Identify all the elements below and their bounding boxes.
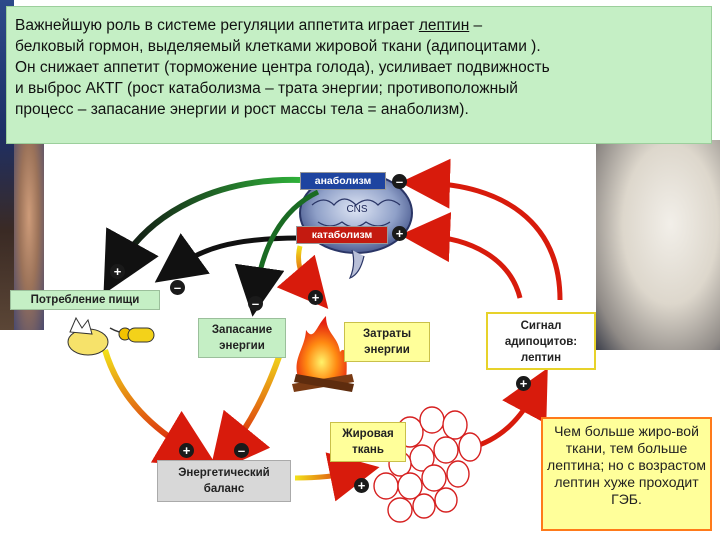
minus-sign-food-intake: – [170, 280, 185, 295]
arrow-brain-to-storage [234, 189, 320, 317]
intro-text-panel: Важнейшую роль в системе регуляции аппет… [6, 6, 712, 144]
plus-sign-leptin: + [516, 376, 531, 391]
minus-sign-anabolism: – [392, 174, 407, 189]
plus-sign-expenditure: + [308, 290, 323, 305]
arrow-storage-to-balance [209, 347, 285, 476]
fat-tissue-box: Жировая ткань [330, 422, 406, 462]
plus-sign-balance-left: + [179, 443, 194, 458]
food-intake-box: Потребление пищи [10, 290, 160, 310]
adipocyte-signal-box: Сигнал адипоцитов: лептин [486, 312, 596, 370]
arrow-leptin-to-anabolism [400, 158, 563, 301]
minus-sign-balance-right: – [234, 443, 249, 458]
minus-sign-storage: – [248, 296, 263, 311]
intro-line-1: Важнейшую роль в системе регуляции аппет… [15, 17, 483, 34]
intro-line-3: Он снижает аппетит (торможение центра го… [15, 59, 550, 76]
energy-expenditure-box: Затраты энергии [344, 322, 430, 362]
brain-label: CNS [346, 204, 367, 215]
plus-sign-catabolism: + [392, 226, 407, 241]
intro-text: Важнейшую роль в системе регуляции аппет… [15, 15, 707, 120]
fire-icon [292, 316, 354, 392]
plus-sign-food-intake: + [110, 264, 125, 279]
age-leptin-note: Чем больше жиро-вой ткани, тем больше ле… [541, 417, 712, 531]
arrow-brain-to-expenditure [276, 245, 329, 309]
energy-balance-box: Энергетический баланс [157, 460, 291, 502]
arrow-anabolism-to-food [103, 176, 301, 295]
plus-sign-fat-tissue: + [354, 478, 369, 493]
arrow-food-to-balance [102, 349, 218, 468]
intro-line-2: белковый гормон, выделяемый клетками жир… [15, 38, 541, 55]
arrow-leptin-to-catabolism [400, 212, 523, 299]
arrow-balance-to-fat [294, 452, 380, 502]
arrow-catabolism-to-food [154, 233, 301, 283]
intro-line-4: и выброс АКТГ (рост катаболизма – трата … [15, 80, 518, 97]
intro-line-5: процесс – запасание энергии и рост массы… [15, 101, 469, 118]
eating-person-icon [67, 316, 155, 356]
energy-storage-box: Запасание энергии [198, 318, 286, 358]
fat-tissue-cells-icon [373, 406, 482, 523]
anabolism-tag: анаболизм [300, 172, 386, 190]
leptin-term: лептин [418, 17, 470, 34]
catabolism-tag: катаболизм [296, 226, 388, 244]
background-photo-right [596, 140, 720, 350]
